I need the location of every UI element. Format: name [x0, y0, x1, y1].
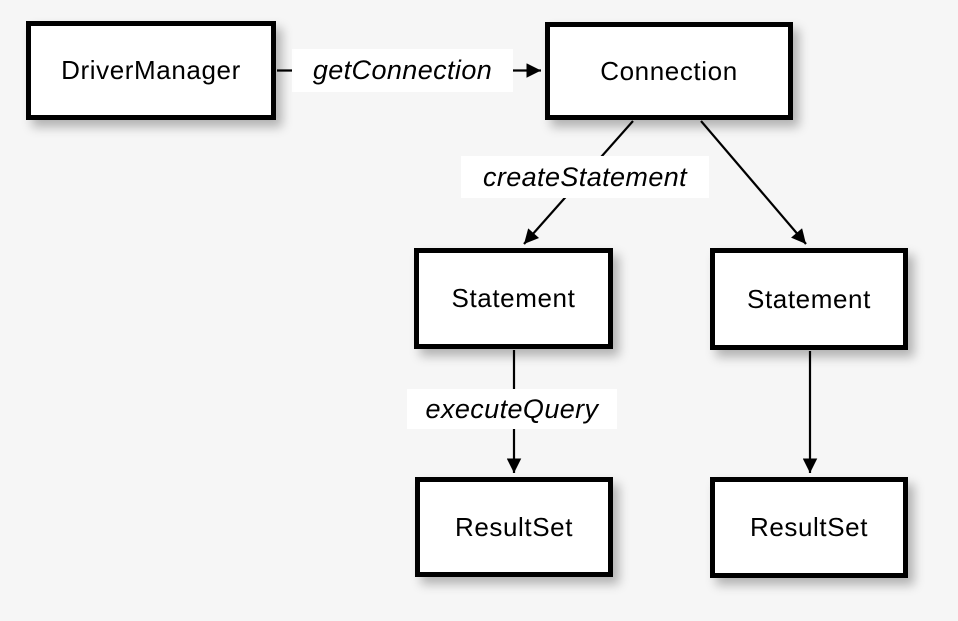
edge-connection-statement-right-arrow: [700, 120, 807, 245]
node-resultset-left-label: ResultSet: [454, 511, 574, 542]
node-connection-label: Connection: [600, 55, 738, 86]
node-drivermanager-label: DriverManager: [61, 55, 241, 85]
node-resultset-right-label: ResultSet: [749, 512, 869, 542]
node-resultset-left: ResultSet: [415, 477, 613, 577]
node-statement-left-label: Statement: [451, 283, 576, 313]
node-connection: Connection: [545, 22, 793, 120]
node-statement-right: Statement: [710, 248, 908, 350]
edge-label-createstatement: createStatement: [461, 156, 709, 198]
node-drivermanager: DriverManager: [26, 21, 276, 120]
edge-label-getconnection: getConnection: [292, 49, 513, 92]
edge-label-executequery: executeQuery: [407, 389, 617, 429]
node-statement-left: Statement: [414, 248, 613, 349]
node-resultset-right: ResultSet: [710, 477, 908, 578]
node-statement-right-label: Statement: [747, 283, 871, 314]
